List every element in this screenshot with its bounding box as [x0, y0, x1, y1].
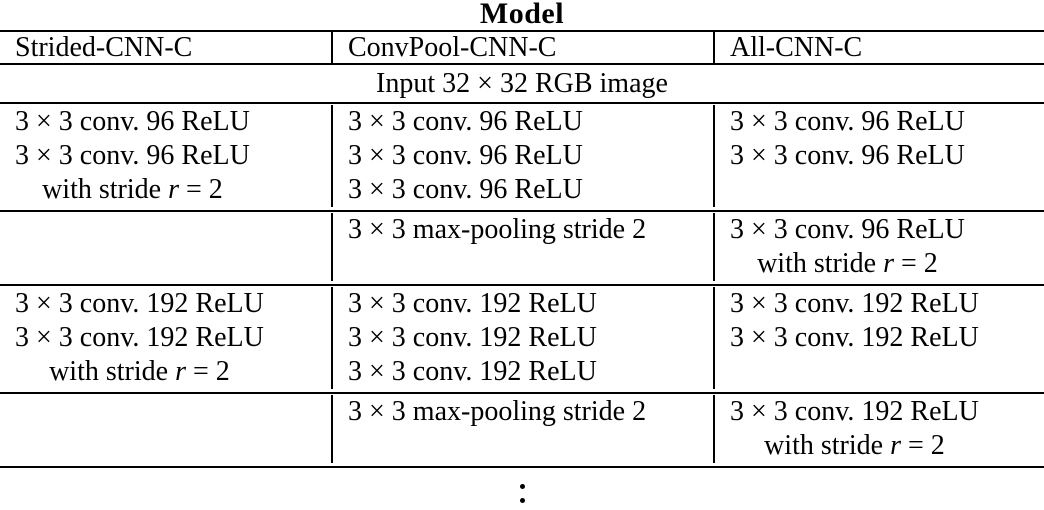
vertical-ellipsis-icon [519, 484, 525, 510]
layer-line: 3 × 3 conv. 192 ReLU [730, 322, 979, 353]
layer-line: 3 × 3 conv. 192 ReLU [730, 288, 979, 319]
table-block-row: 3 × 3 max-pooling stride 2 3 × 3 conv. 96… [0, 210, 1044, 284]
ellipsis-dot [519, 484, 525, 489]
table-cell: 3 × 3 max-pooling stride 2 [331, 213, 713, 281]
table-cell [0, 395, 331, 463]
table-cell: 3 × 3 max-pooling stride 2 [331, 395, 713, 463]
layer-line: 3 × 3 conv. 192 ReLU [730, 396, 979, 427]
layer-line: 3 × 3 conv. 96 ReLU [348, 106, 583, 137]
input-spec: Input 32 × 32 RGB image [376, 68, 668, 99]
table-cell [0, 213, 331, 281]
layer-line: 3 × 3 conv. 192 ReLU [348, 356, 597, 387]
table-block-row: 3 × 3 max-pooling stride 2 3 × 3 conv. 19… [0, 392, 1044, 466]
layer-line: with stride r = 2 [757, 248, 938, 279]
layer-line: 3 × 3 conv. 192 ReLU [15, 288, 264, 319]
layer-line: 3 × 3 conv. 192 ReLU [15, 322, 264, 353]
layer-line: 3 × 3 max-pooling stride 2 [348, 396, 647, 427]
layer-line: 3 × 3 conv. 96 ReLU [348, 140, 583, 171]
layer-line: 3 × 3 conv. 96 ReLU [15, 106, 250, 137]
table-title: Model [479, 0, 565, 30]
ellipsis-dot [519, 498, 525, 503]
cell-lines: 3 × 3 max-pooling stride 2 [348, 213, 646, 247]
layer-line: 3 × 3 conv. 96 ReLU [730, 106, 965, 137]
layer-line: with stride r = 2 [764, 430, 945, 461]
layer-line: 3 × 3 conv. 96 ReLU [348, 174, 583, 205]
model-architecture-table: Strided-CNN-C ConvPool-CNN-C All-CNN-C I… [0, 30, 1044, 468]
column-header-strided-cnn-c: Strided-CNN-C [15, 32, 193, 63]
column-header-convpool-cnn-c: ConvPool-CNN-C [331, 32, 713, 63]
layer-line: with stride r = 2 [42, 174, 223, 205]
layer-line: 3 × 3 conv. 96 ReLU [730, 140, 965, 171]
input-row: Input 32 × 32 RGB image [0, 65, 1044, 102]
layer-line: 3 × 3 conv. 96 ReLU [15, 140, 250, 171]
layer-line: 3 × 3 conv. 192 ReLU [348, 288, 597, 319]
layer-line: 3 × 3 max-pooling stride 2 [348, 214, 647, 245]
header-row: Strided-CNN-C ConvPool-CNN-C All-CNN-C [0, 32, 1044, 65]
layer-line: with stride r = 2 [49, 356, 230, 387]
column-header-all-cnn-c: All-CNN-C [713, 32, 1044, 63]
layer-line: 3 × 3 conv. 192 ReLU [348, 322, 597, 353]
layer-line: 3 × 3 conv. 96 ReLU [730, 214, 965, 245]
cell-lines: 3 × 3 max-pooling stride 2 [348, 395, 646, 429]
